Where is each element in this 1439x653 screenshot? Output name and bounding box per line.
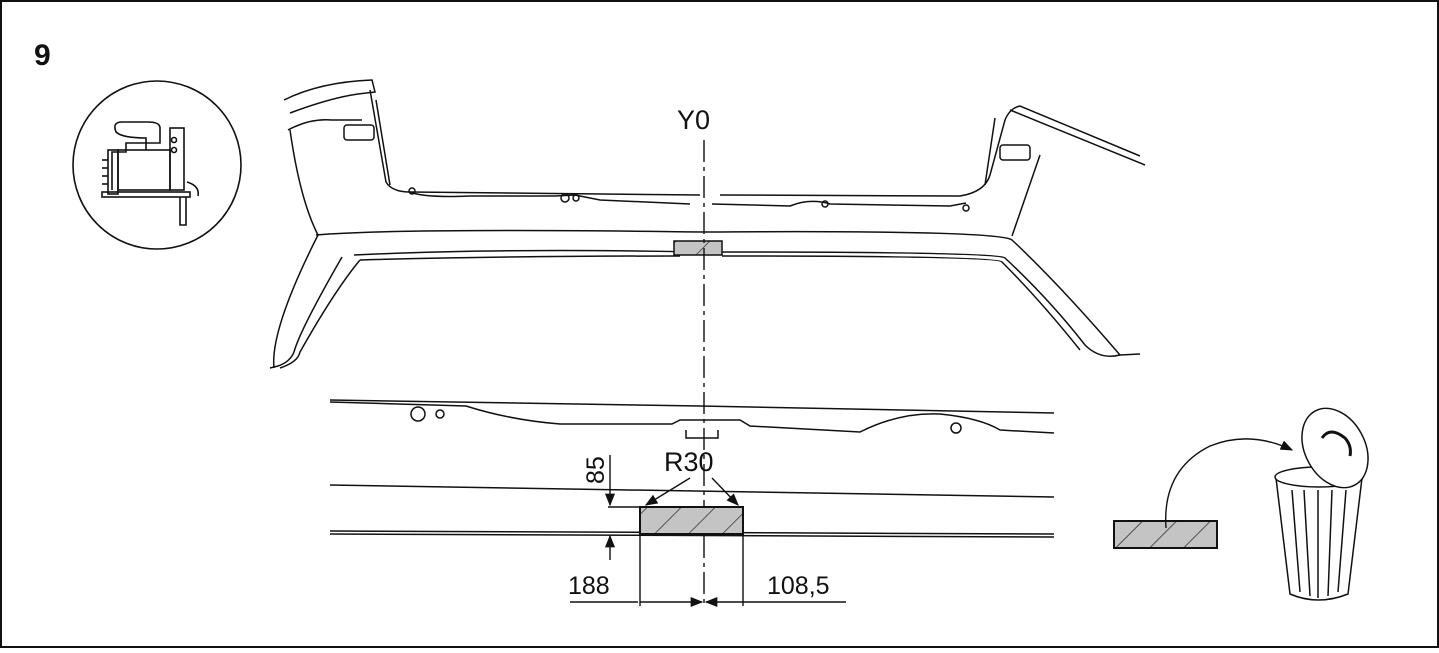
cut-area-detail bbox=[639, 506, 744, 535]
bumper-overview bbox=[269, 79, 1146, 369]
dispose-arrow bbox=[1165, 438, 1294, 529]
right-offset-label: 108,5 bbox=[767, 572, 830, 600]
step-number: 9 bbox=[34, 39, 51, 72]
horizontal-dimensions bbox=[570, 534, 846, 608]
trash-can-icon bbox=[1274, 407, 1369, 601]
height-label: 85 bbox=[582, 456, 610, 484]
radius-arrow-left bbox=[644, 477, 691, 506]
radius-arrow-right bbox=[711, 477, 739, 506]
left-offset-label: 188 bbox=[568, 572, 610, 600]
height-dimension bbox=[604, 455, 640, 560]
jigsaw-icon bbox=[72, 80, 242, 250]
radius-label: R30 bbox=[664, 447, 714, 477]
axis-label: Y0 bbox=[677, 105, 710, 135]
cut-area-overview bbox=[673, 240, 723, 256]
bumper-detail bbox=[329, 399, 1055, 538]
